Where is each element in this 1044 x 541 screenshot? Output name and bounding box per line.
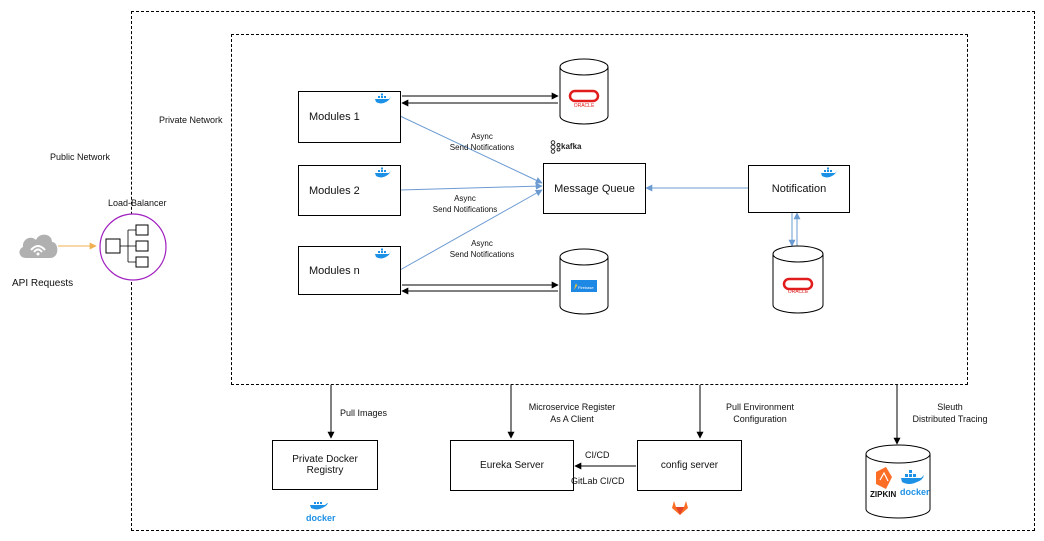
private-network-label: Private Network <box>159 115 223 125</box>
eureka-server-box[interactable]: Eureka Server <box>450 440 574 491</box>
module-2-label: Modules 2 <box>309 184 360 197</box>
config-server-label: config server <box>660 460 719 471</box>
eureka-server-label: Eureka Server <box>480 460 544 471</box>
zipkin-database-cylinder[interactable] <box>864 444 932 520</box>
docker-icon <box>821 167 837 178</box>
kafka-icon <box>550 140 561 154</box>
cloud-icon <box>19 234 58 258</box>
oracle-database-cylinder[interactable] <box>771 245 825 315</box>
private-network-zone <box>231 34 968 385</box>
gitlab-icon <box>672 501 688 515</box>
message-queue-box[interactable]: Message Queue <box>543 163 646 214</box>
registry-label-line2: Registry <box>306 465 344 476</box>
cicd-label: CI/CD <box>585 450 610 460</box>
module-n-box[interactable]: Modules n <box>298 246 401 295</box>
notification-label: Notification <box>771 183 827 195</box>
kafka-logo-text: kafka <box>561 142 582 151</box>
docker-icon <box>375 93 391 104</box>
docker-logo-text: docker <box>900 487 930 497</box>
gitlab-cicd-label: GitLab CI/CD <box>571 476 625 486</box>
oracle-logo-text: ORACLE <box>787 289 809 295</box>
api-requests-label: API Requests <box>12 278 74 289</box>
docker-icon <box>375 248 391 259</box>
load-balancer-label: Load-Balancer <box>108 198 167 208</box>
firebase-database-cylinder[interactable] <box>558 248 610 316</box>
load-balancer-icon[interactable] <box>98 212 168 282</box>
docker-logo-text: docker <box>306 513 336 523</box>
zipkin-logo-text: ZIPKIN <box>870 490 897 499</box>
module-1-label: Modules 1 <box>309 111 360 123</box>
m1-async-arrow <box>399 115 543 184</box>
config-server-box[interactable]: config server <box>637 440 742 491</box>
pull-images-label: Pull Images <box>340 408 388 418</box>
oracle-database-cylinder[interactable] <box>558 58 610 126</box>
m2-async-arrow <box>399 182 543 191</box>
docker-icon <box>375 167 391 178</box>
public-network-label: Public Network <box>50 152 111 162</box>
firebase-logo-text: Firebase <box>578 285 594 290</box>
module-n-label: Modules n <box>309 264 360 277</box>
registry-label-line1: Private Docker <box>292 454 358 465</box>
private-docker-registry-box[interactable]: Private Docker Registry <box>272 440 378 490</box>
docker-logo-icon <box>310 502 328 510</box>
mn-async-arrow <box>399 189 543 271</box>
message-queue-label: Message Queue <box>554 182 635 195</box>
oracle-logo-text: ORACLE <box>573 103 595 109</box>
